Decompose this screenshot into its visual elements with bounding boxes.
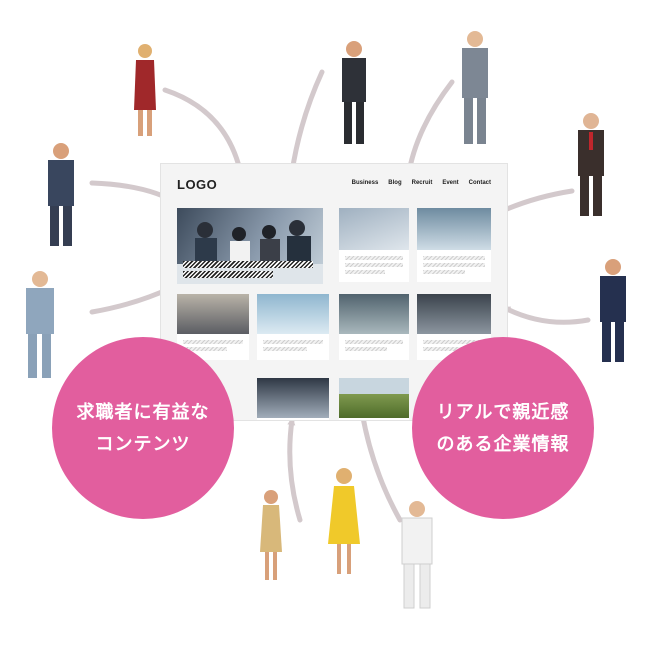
card-typing <box>339 208 409 282</box>
feature-image <box>177 208 323 284</box>
mockup-nav-item: Event <box>442 180 459 186</box>
arrow-top-center <box>288 69 325 175</box>
mockup-nav: Business Blog Recruit Event Contact <box>352 180 491 186</box>
figure-man-dark-suit-top <box>342 41 366 144</box>
arrow-bottom-right <box>358 409 403 523</box>
bubble-right-line1: リアルで親近感 <box>436 402 570 422</box>
mockup-logo: LOGO <box>177 177 218 192</box>
card-field <box>339 378 409 420</box>
feature-caption-bar <box>183 261 313 268</box>
figure-man-grey-suit <box>462 31 488 144</box>
benefit-bubble-right: リアルで親近感 のある企業情報 <box>412 337 594 519</box>
mockup-nav-item: Recruit <box>411 180 433 186</box>
bubble-left-line1: 求職者に有益な <box>76 402 210 422</box>
figure-man-phone <box>48 143 74 246</box>
card-handshake <box>257 378 329 420</box>
arrow-bottom-left <box>287 417 303 523</box>
bubble-right-line2: のある企業情報 <box>436 434 570 454</box>
figure-man-white-suit <box>401 501 433 609</box>
figure-woman-yellow-dress <box>328 468 360 574</box>
figure-woman-red-coat <box>134 44 156 136</box>
arrow-right-lower <box>502 305 591 325</box>
card-businessman <box>417 208 491 282</box>
figure-man-navy-suit <box>600 259 626 362</box>
figure-man-light-suit <box>26 271 54 378</box>
benefit-bubble-left: 求職者に有益な コンテンツ <box>52 337 234 519</box>
mockup-nav-item: Blog <box>388 180 402 186</box>
card-lab <box>257 294 329 360</box>
card-seminar <box>177 294 249 360</box>
feature-caption-bar <box>183 271 273 278</box>
card-warehouse <box>339 294 409 360</box>
figure-woman-beige-dress <box>260 490 282 580</box>
mockup-nav-item: Business <box>351 180 379 186</box>
card-office <box>417 294 491 360</box>
bubble-left-line2: コンテンツ <box>95 434 191 454</box>
mockup-nav-item: Contact <box>468 180 491 186</box>
arrow-top-left <box>162 87 243 173</box>
figure-man-red-tie <box>578 113 604 216</box>
